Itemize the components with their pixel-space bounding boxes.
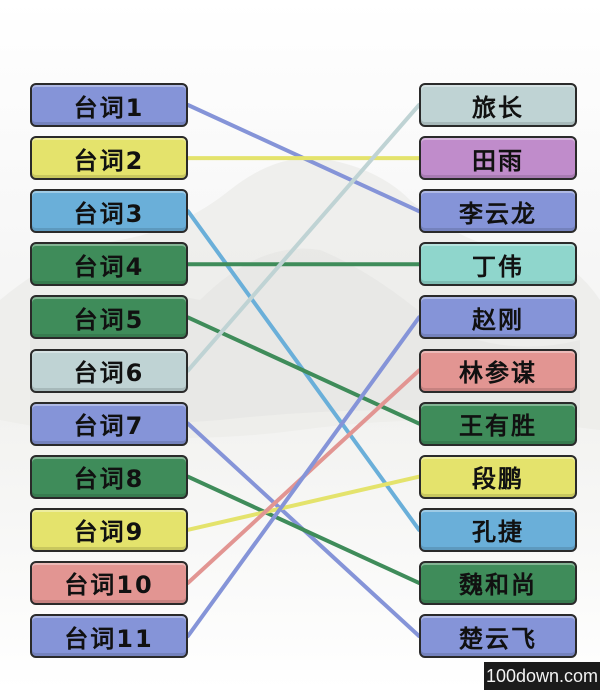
character-card-2[interactable]: 田雨 (419, 136, 577, 181)
line-card-9[interactable]: 台词9 (30, 507, 188, 552)
line-card-2[interactable]: 台词2 (30, 136, 188, 181)
line-card-10[interactable]: 台词10 (30, 560, 188, 605)
line-card-1[interactable]: 台词1 (30, 83, 188, 127)
character-card-5[interactable]: 赵刚 (419, 295, 577, 340)
line-card-11[interactable]: 台词11 (30, 614, 188, 658)
character-card-3[interactable]: 李云龙 (419, 189, 577, 234)
line-card-7[interactable]: 台词7 (30, 401, 188, 446)
line-card-3[interactable]: 台词3 (30, 189, 188, 234)
watermark: 100down.com (484, 662, 600, 690)
line-card-8[interactable]: 台词8 (30, 454, 188, 499)
character-card-10[interactable]: 魏和尚 (419, 560, 577, 605)
line-card-4[interactable]: 台词4 (30, 242, 188, 287)
character-card-8[interactable]: 段鹏 (419, 454, 577, 499)
character-card-11[interactable]: 楚云飞 (419, 614, 577, 658)
character-card-7[interactable]: 王有胜 (419, 401, 577, 446)
line-card-6[interactable]: 台词6 (30, 348, 188, 393)
character-card-9[interactable]: 孔捷 (419, 507, 577, 552)
character-card-6[interactable]: 林参谋 (419, 348, 577, 393)
character-card-1[interactable]: 旅长 (419, 83, 577, 127)
line-card-5[interactable]: 台词5 (30, 295, 188, 340)
character-card-4[interactable]: 丁伟 (419, 242, 577, 287)
